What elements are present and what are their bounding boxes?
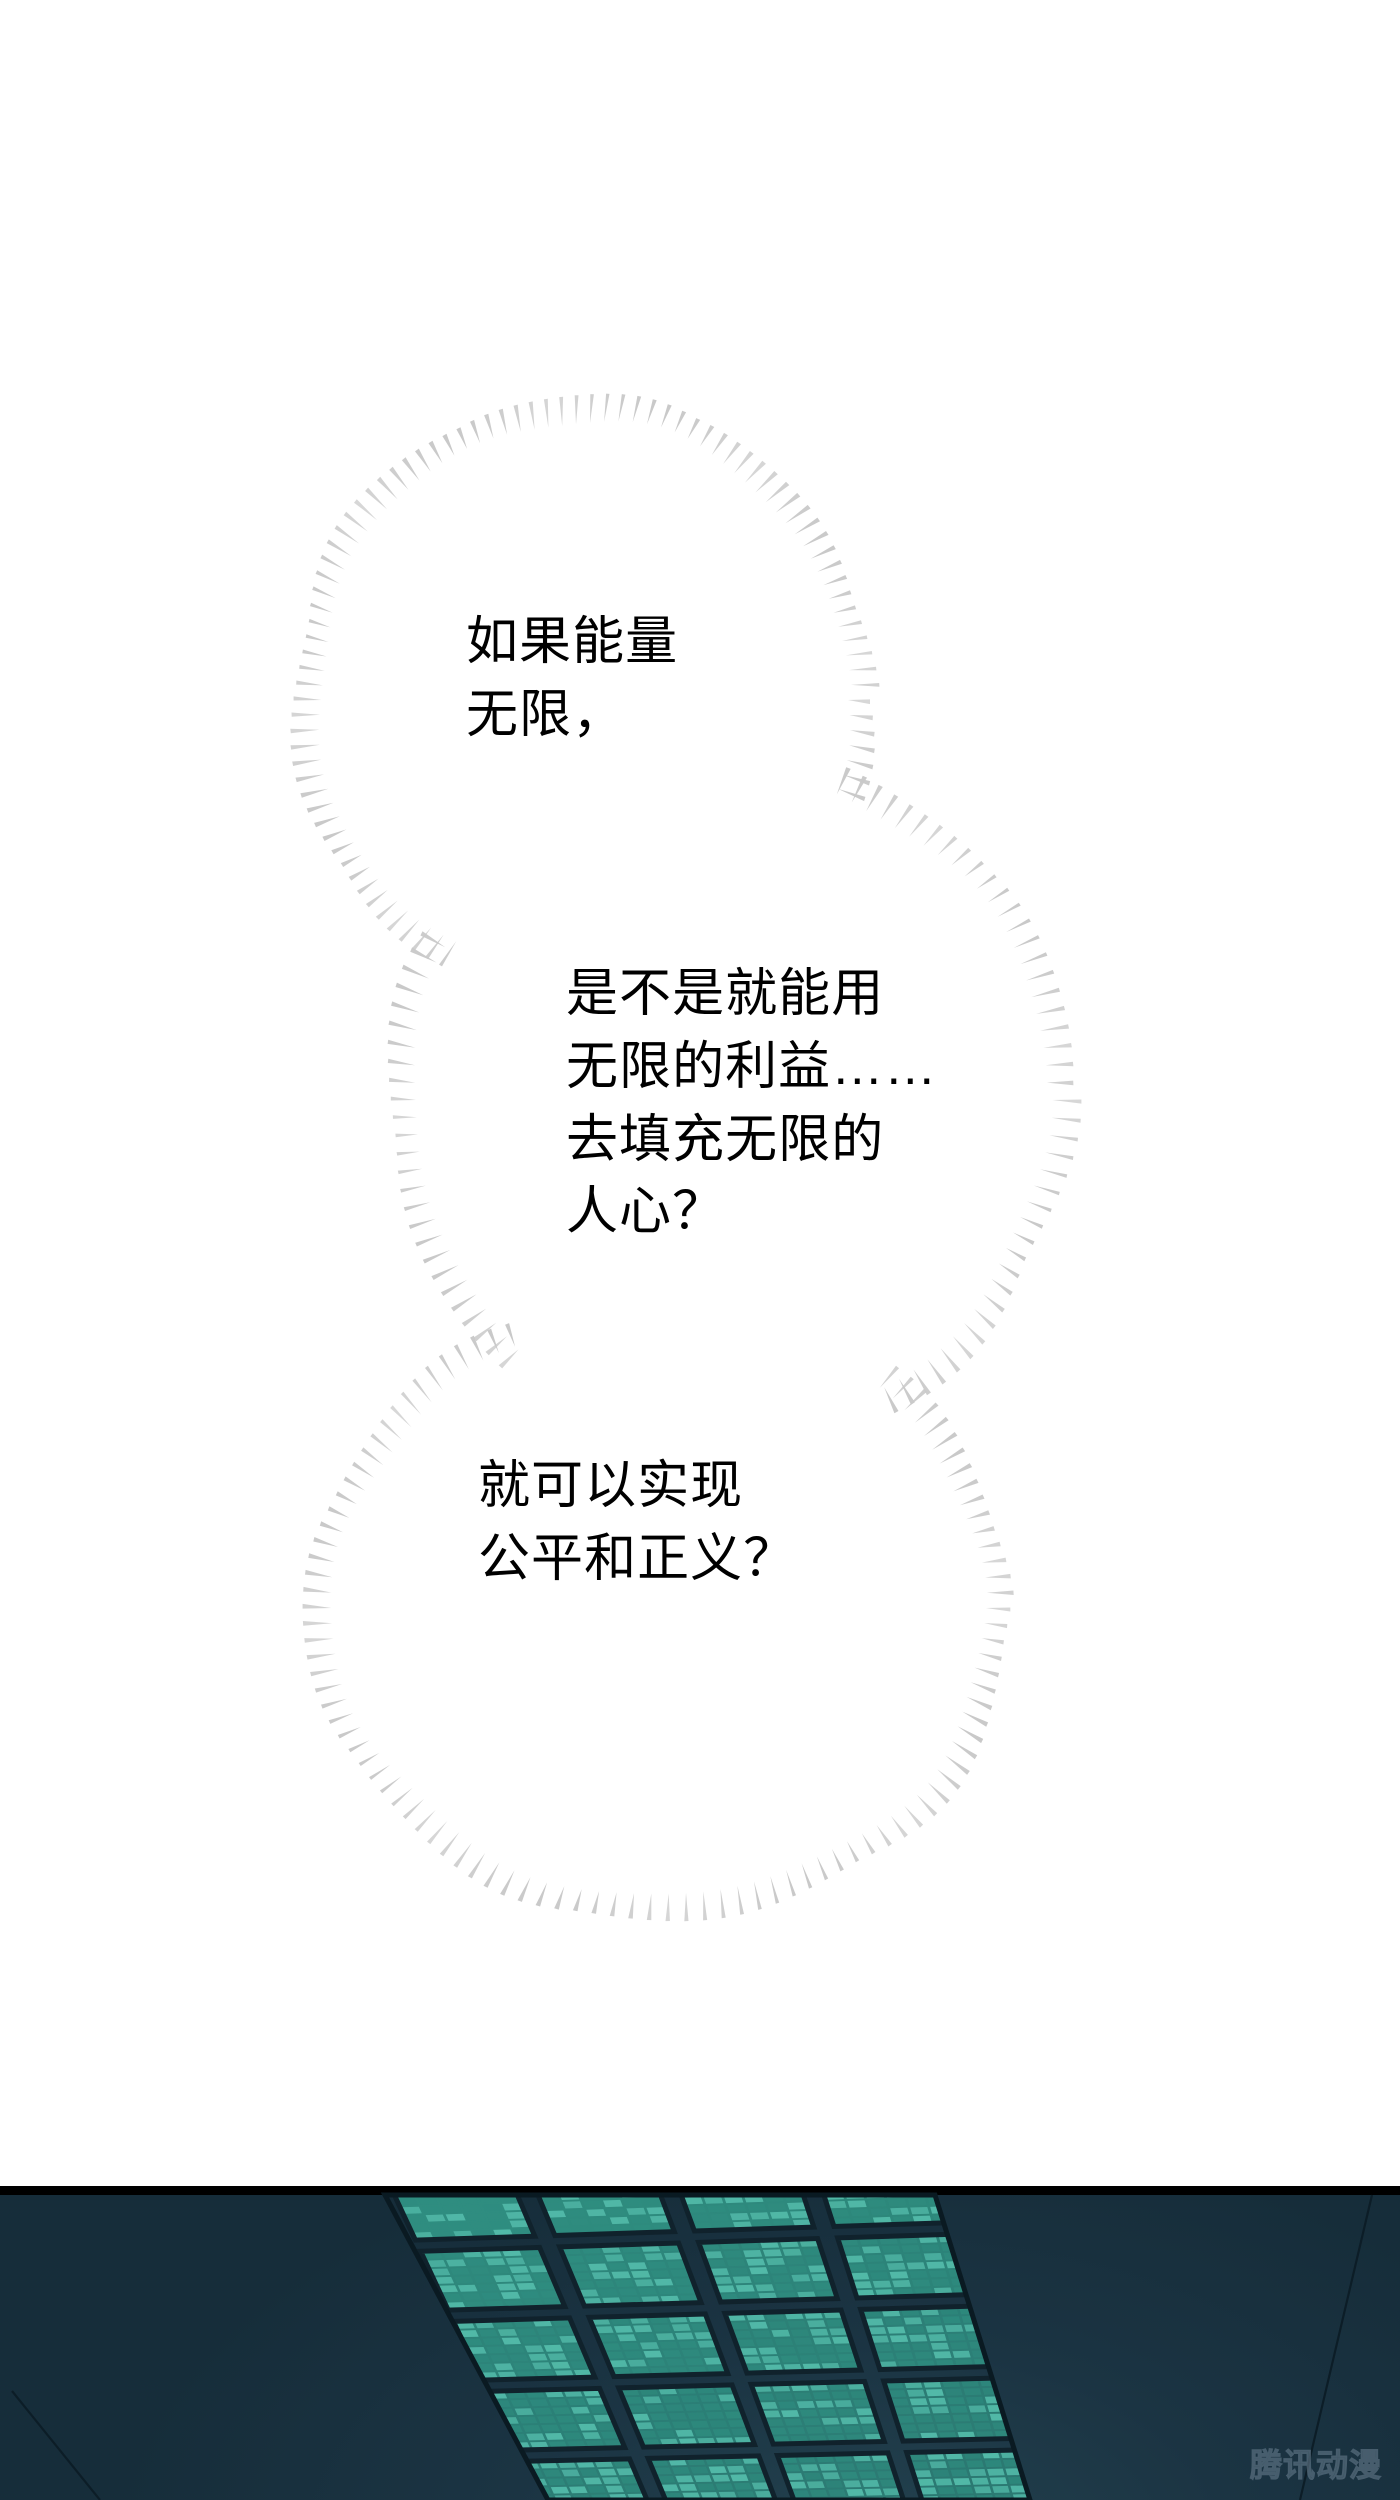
watermark-tencent-comics: 腾讯动漫 [1249, 2446, 1382, 2485]
panel-gutter [0, 2186, 1400, 2195]
speech-bubble-panel: 如果能量 无限， 是不是就能用 无限的利益…… 去填充无限的 人心？ 就可以实现… [290, 393, 1082, 1922]
speech-text-2: 是不是就能用 无限的利益…… 去填充无限的 人心？ [566, 965, 938, 1242]
night-skyscraper-panel: 腾讯动漫 [0, 2186, 1400, 2500]
speech-text-1: 如果能量 无限， [466, 613, 679, 744]
speech-text-3: 就可以实现 公平和正义？ [478, 1457, 797, 1588]
skyscraper-glass-facade [11, 2192, 1374, 2500]
